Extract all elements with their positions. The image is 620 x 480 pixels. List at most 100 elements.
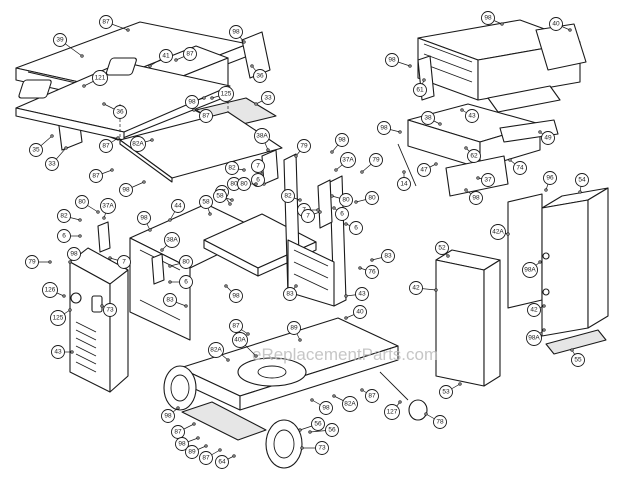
callout-33: 33 bbox=[254, 91, 275, 106]
callout-label: 43 bbox=[54, 349, 62, 356]
callout-bubble bbox=[433, 415, 447, 429]
leader-endpoint bbox=[330, 194, 334, 198]
callout-37a: 37A bbox=[100, 198, 116, 220]
callout-87: 87 bbox=[229, 319, 250, 336]
callout-label: 37A bbox=[102, 203, 114, 210]
callout-41: 41 bbox=[148, 49, 173, 68]
support-64 bbox=[181, 401, 267, 441]
callout-label: 98 bbox=[178, 441, 186, 448]
callout-98: 98 bbox=[481, 11, 504, 26]
leader-endpoint bbox=[116, 136, 120, 140]
callout-52: 52 bbox=[435, 241, 450, 258]
callout-37a: 37A bbox=[334, 152, 356, 172]
right-panel-line bbox=[293, 273, 329, 291]
door-42-left bbox=[435, 259, 485, 387]
panel-line bbox=[423, 63, 473, 83]
leader-endpoint bbox=[78, 218, 82, 222]
callout-89: 89 bbox=[287, 321, 302, 342]
callout-44: 44 bbox=[168, 199, 185, 222]
leader-endpoint bbox=[424, 412, 428, 416]
right-panel-line bbox=[293, 249, 329, 267]
callout-bubble bbox=[549, 17, 563, 31]
callout-label: 6 bbox=[354, 225, 358, 232]
callout-bubble bbox=[100, 198, 116, 214]
callout-label: 64 bbox=[218, 459, 226, 466]
callout-76: 76 bbox=[358, 265, 379, 279]
callout-label: 78 bbox=[436, 419, 444, 426]
callout-bubble bbox=[469, 191, 483, 205]
callout-bubble bbox=[42, 282, 58, 298]
leader-endpoint bbox=[538, 260, 542, 264]
callout-label: 82 bbox=[284, 193, 292, 200]
leader-endpoint bbox=[266, 148, 270, 152]
callout-58: 58 bbox=[213, 189, 234, 203]
callout-80: 80 bbox=[168, 255, 193, 269]
callout-125: 125 bbox=[50, 308, 72, 326]
door-panel-42A bbox=[507, 193, 543, 309]
callout-bubble bbox=[199, 451, 213, 465]
wheels bbox=[163, 365, 428, 469]
leader-endpoint bbox=[250, 64, 254, 68]
callout-label: 38 bbox=[424, 115, 432, 122]
callout-7: 7 bbox=[251, 159, 265, 176]
leader-endpoint bbox=[508, 158, 512, 162]
callout-bubble bbox=[315, 441, 329, 455]
callout-35: 35 bbox=[29, 134, 54, 157]
leader-endpoint bbox=[460, 108, 464, 112]
callout-6: 6 bbox=[168, 275, 193, 289]
callout-bubble bbox=[208, 342, 224, 358]
callout-bubble bbox=[417, 163, 431, 177]
leader-endpoint bbox=[354, 200, 358, 204]
leader-endpoint bbox=[242, 40, 246, 44]
callout-bubble bbox=[185, 445, 199, 459]
callout-label: 98 bbox=[388, 57, 396, 64]
callout-bubble bbox=[183, 47, 197, 61]
leader-endpoint bbox=[332, 394, 336, 398]
vent-slots bbox=[75, 321, 97, 373]
callout-label: 98 bbox=[380, 125, 388, 132]
callout-label: 125 bbox=[221, 91, 232, 98]
callout-98: 98 bbox=[175, 436, 200, 451]
leader-endpoint bbox=[464, 146, 468, 150]
wheel-left bbox=[163, 365, 197, 411]
callout-label: 98 bbox=[322, 405, 330, 412]
leader-endpoint bbox=[70, 350, 74, 354]
callout-bubble bbox=[53, 33, 67, 47]
callout-label: 7 bbox=[302, 207, 306, 214]
rod-14 bbox=[397, 143, 417, 187]
callout-bubble bbox=[164, 232, 180, 248]
leader-endpoint bbox=[208, 212, 212, 216]
callout-58: 58 bbox=[199, 195, 213, 216]
leader-endpoint bbox=[78, 234, 82, 238]
callout-98: 98 bbox=[377, 121, 402, 135]
callout-label: 7 bbox=[256, 163, 260, 170]
callout-label: 127 bbox=[387, 409, 398, 416]
callout-82: 82 bbox=[281, 189, 302, 203]
callout-label: 43 bbox=[468, 113, 476, 120]
callout-label: 79 bbox=[300, 143, 308, 150]
leader-endpoint bbox=[446, 254, 450, 258]
bottom-base bbox=[179, 317, 409, 441]
wheel-right-hub bbox=[273, 429, 295, 459]
leader-endpoint bbox=[308, 430, 312, 434]
base-pan-side bbox=[239, 345, 399, 411]
leader-endpoint bbox=[218, 448, 222, 452]
callout-82a: 82A bbox=[208, 342, 230, 362]
callout-bubble bbox=[185, 95, 199, 109]
callout-bubble bbox=[99, 139, 113, 153]
tank-ring bbox=[257, 365, 287, 379]
right-panel-line bbox=[293, 261, 329, 279]
bracket-37A-right bbox=[317, 179, 333, 229]
leader-endpoint bbox=[96, 210, 100, 214]
callout-label: 42 bbox=[412, 285, 420, 292]
callout-40: 40 bbox=[549, 17, 572, 32]
bottom-plate-45-edge bbox=[119, 139, 173, 183]
callout-98a: 98A bbox=[526, 328, 546, 346]
callout-label: 44 bbox=[174, 203, 182, 210]
callout-bubble bbox=[311, 417, 325, 431]
callout-label: 7 bbox=[306, 213, 310, 220]
callout-label: 121 bbox=[95, 75, 106, 82]
callout-bubble bbox=[365, 265, 379, 279]
callout-label: 87 bbox=[174, 429, 182, 436]
callout-82: 82 bbox=[57, 209, 82, 223]
